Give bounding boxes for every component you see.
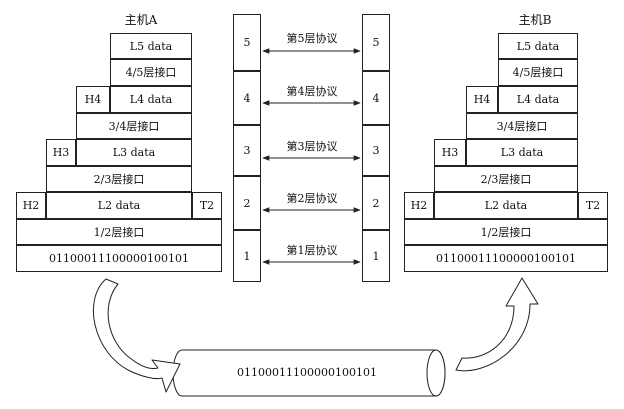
host-b-interface-2-3: 2/3层接口 <box>434 166 578 192</box>
host-b-h3-header: H3 <box>434 139 466 166</box>
host-b-interface-3-4: 3/4层接口 <box>466 113 578 139</box>
host-a-bitstream: 01100011100000100101 <box>16 245 222 272</box>
protocol-label-4: 第4层协议 <box>286 85 338 98</box>
host-b-h4-header: H4 <box>466 86 498 113</box>
host-b-t2-trailer: T2 <box>578 192 608 219</box>
left-layer-2: 2 <box>233 176 261 230</box>
curved-arrow-up-right <box>455 277 539 372</box>
host-b-l2-data: L2 data <box>434 192 578 219</box>
host-a-interface-3-4: 3/4层接口 <box>76 113 192 139</box>
host-a-h4-header: H4 <box>76 86 110 113</box>
curved-arrow-down-left <box>92 278 181 393</box>
protocol-label-1: 第1层协议 <box>286 244 338 257</box>
left-layer-3: 3 <box>233 125 261 176</box>
transmission-medium-cylinder <box>172 349 446 397</box>
protocol-label-5: 第5层协议 <box>286 32 338 45</box>
right-layer-2: 2 <box>362 176 390 230</box>
left-layer-4: 4 <box>233 71 261 125</box>
host-b-interface-4-5: 4/5层接口 <box>498 59 578 86</box>
host-a-h3-header: H3 <box>46 139 76 166</box>
right-layer-1: 1 <box>362 230 390 282</box>
medium-bitstream: 01100011100000100101 <box>237 366 377 379</box>
host-b-interface-1-2: 1/2层接口 <box>404 219 608 245</box>
left-layer-5: 5 <box>233 14 261 71</box>
host-a-h2-header: H2 <box>16 192 46 219</box>
host-a-interface-1-2: 1/2层接口 <box>16 219 222 245</box>
protocol-label-3: 第3层协议 <box>286 140 338 153</box>
host-a-l5-data: L5 data <box>110 33 192 59</box>
host-a-interface-4-5: 4/5层接口 <box>110 59 192 86</box>
right-layer-4: 4 <box>362 71 390 125</box>
right-layer-5: 5 <box>362 14 390 71</box>
host-a-t2-trailer: T2 <box>192 192 222 219</box>
host-b-h2-header: H2 <box>404 192 434 219</box>
host-a-l4-data: L4 data <box>110 86 192 113</box>
right-layer-3: 3 <box>362 125 390 176</box>
host-b-title: 主机B <box>518 13 552 27</box>
left-layer-1: 1 <box>233 230 261 282</box>
host-a-title: 主机A <box>124 13 158 27</box>
host-b-l3-data: L3 data <box>466 139 578 166</box>
host-b-l4-data: L4 data <box>498 86 578 113</box>
host-a-interface-2-3: 2/3层接口 <box>46 166 192 192</box>
protocol-label-2: 第2层协议 <box>286 192 338 205</box>
host-a-l2-data: L2 data <box>46 192 192 219</box>
host-b-l5-data: L5 data <box>498 33 578 59</box>
host-b-bitstream: 01100011100000100101 <box>404 245 608 272</box>
host-a-l3-data: L3 data <box>76 139 192 166</box>
